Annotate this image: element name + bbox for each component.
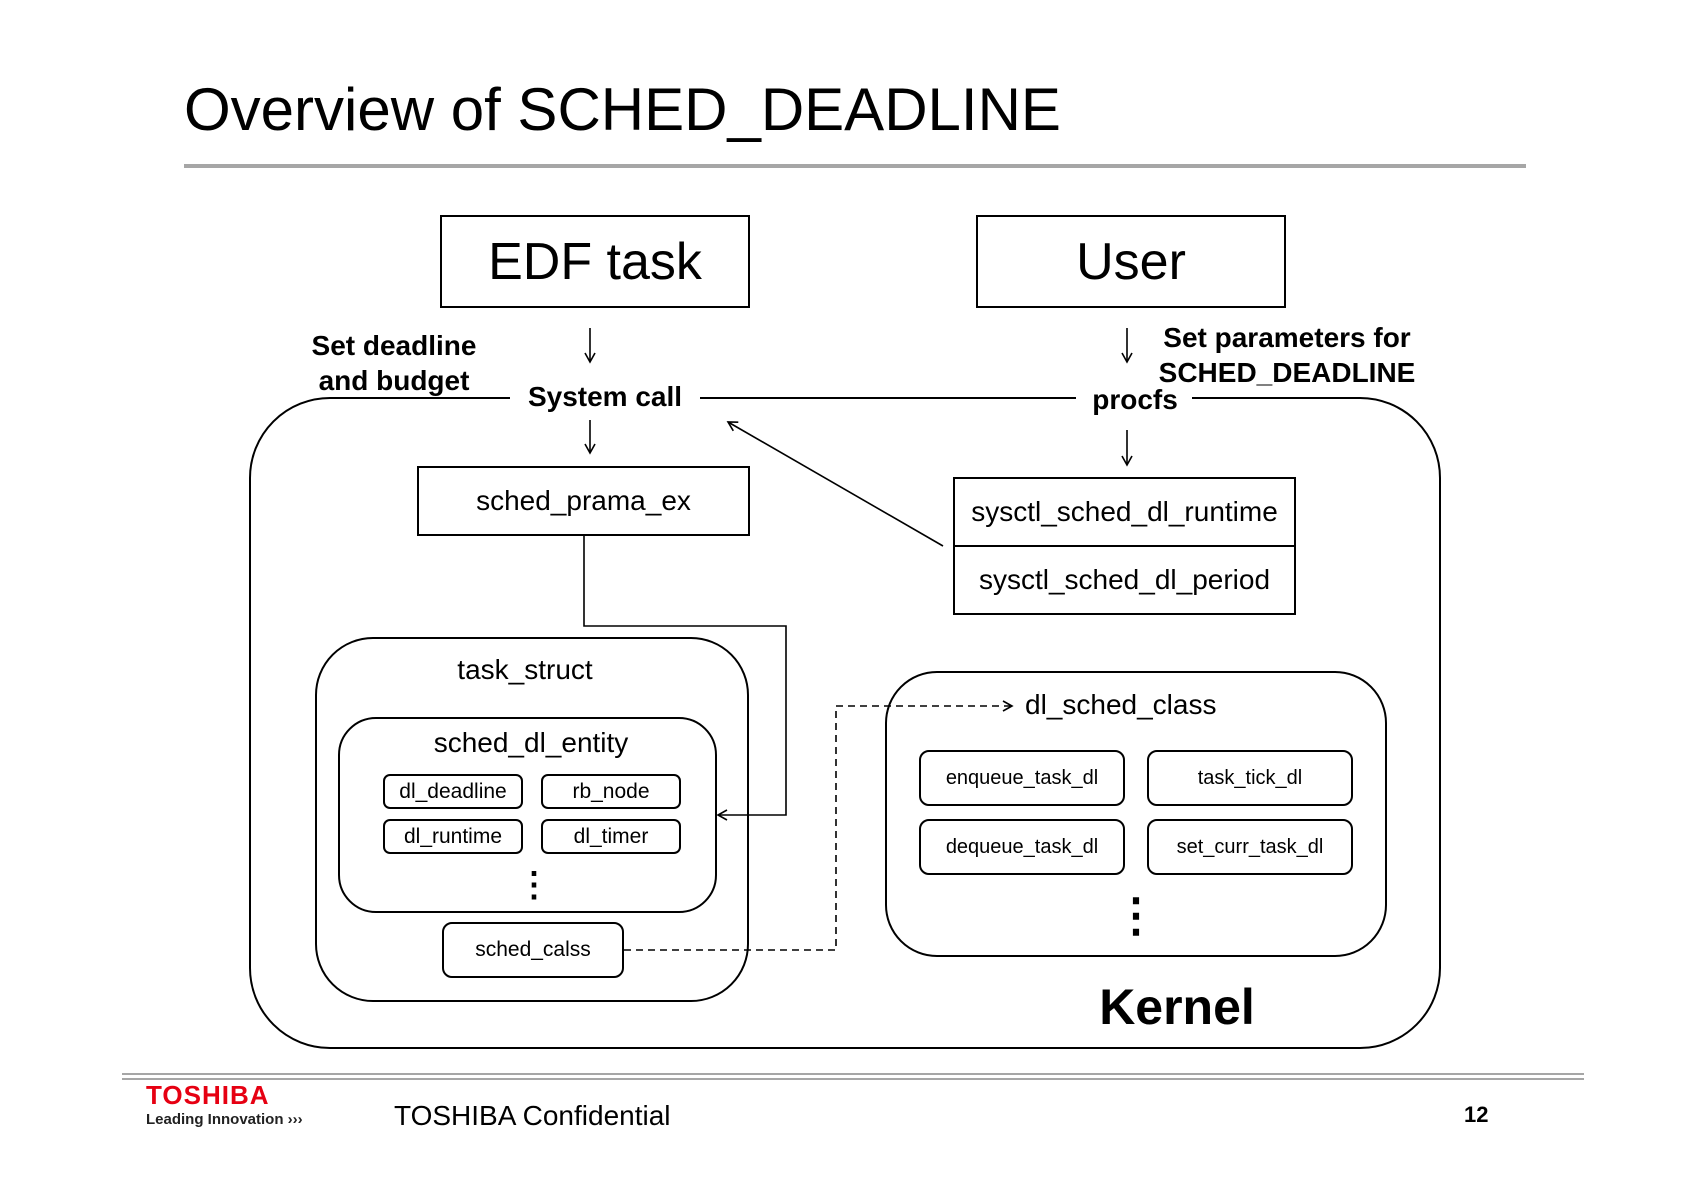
page-number: 12 (1464, 1102, 1489, 1127)
set-curr-task-dl-field: set_curr_task_dl (1147, 819, 1353, 875)
rb-node-field: rb_node (541, 774, 681, 809)
footer-rule-top (122, 1073, 1584, 1075)
logo-tagline: Leading Innovation ››› (146, 1111, 303, 1128)
class-ellipsis: ⋮ (1113, 889, 1159, 941)
dl-timer-field: dl_timer (541, 819, 681, 854)
sysctl-period-box: sysctl_sched_dl_period (953, 545, 1296, 615)
sched-class-field: sched_calss (442, 922, 624, 978)
title-underline (184, 164, 1526, 168)
arrow-param-entity (583, 536, 787, 821)
arrow-sysctl-syscall (726, 421, 944, 547)
dl-deadline-field: dl_deadline (383, 774, 523, 809)
set-deadline-label: Set deadline and budget (311, 330, 477, 396)
task-struct-label: task_struct (457, 654, 593, 685)
task-struct-box (315, 637, 749, 1002)
confidential-label: TOSHIBA Confidential (394, 1100, 671, 1131)
toshiba-logo: TOSHIBA Leading Innovation ››› (146, 1082, 303, 1127)
kernel-label: Kernel (1099, 979, 1255, 1035)
dl-sched-class-label: dl_sched_class (1025, 689, 1217, 720)
edf-task-box: EDF task (440, 215, 750, 308)
sched-param-label: sched_prama_ex (476, 485, 691, 516)
set-parameters-label: Set parameters for SCHED_DEADLINE (1158, 322, 1416, 388)
logo-brand: TOSHIBA (146, 1080, 270, 1110)
user-label: User (1076, 232, 1186, 291)
sysctl-runtime-label: sysctl_sched_dl_runtime (971, 496, 1278, 527)
dl-runtime-field: dl_runtime (383, 819, 523, 854)
enqueue-task-dl-field: enqueue_task_dl (919, 750, 1125, 806)
dequeue-task-dl-field: dequeue_task_dl (919, 819, 1125, 875)
dl-sched-class-box (885, 671, 1387, 957)
kernel-boundary (249, 397, 1441, 1049)
procfs-label: procfs (1092, 384, 1178, 415)
sysctl-runtime-box: sysctl_sched_dl_runtime (953, 477, 1296, 547)
sysctl-period-label: sysctl_sched_dl_period (978, 564, 1271, 595)
entity-ellipsis: ⋮ (517, 866, 551, 904)
slide-title: Overview of SCHED_DEADLINE (184, 76, 1061, 143)
edf-task-label: EDF task (488, 232, 702, 291)
system-call-label: System call (527, 381, 683, 412)
sched-dl-entity-label: sched_dl_entity (433, 727, 629, 758)
chevrons-icon: ››› (287, 1111, 303, 1128)
sched-dl-entity-box (338, 717, 717, 913)
task-tick-dl-field: task_tick_dl (1147, 750, 1353, 806)
sched-param-box: sched_prama_ex (417, 466, 750, 536)
footer-rule-bottom (122, 1078, 1584, 1080)
user-box: User (976, 215, 1286, 308)
